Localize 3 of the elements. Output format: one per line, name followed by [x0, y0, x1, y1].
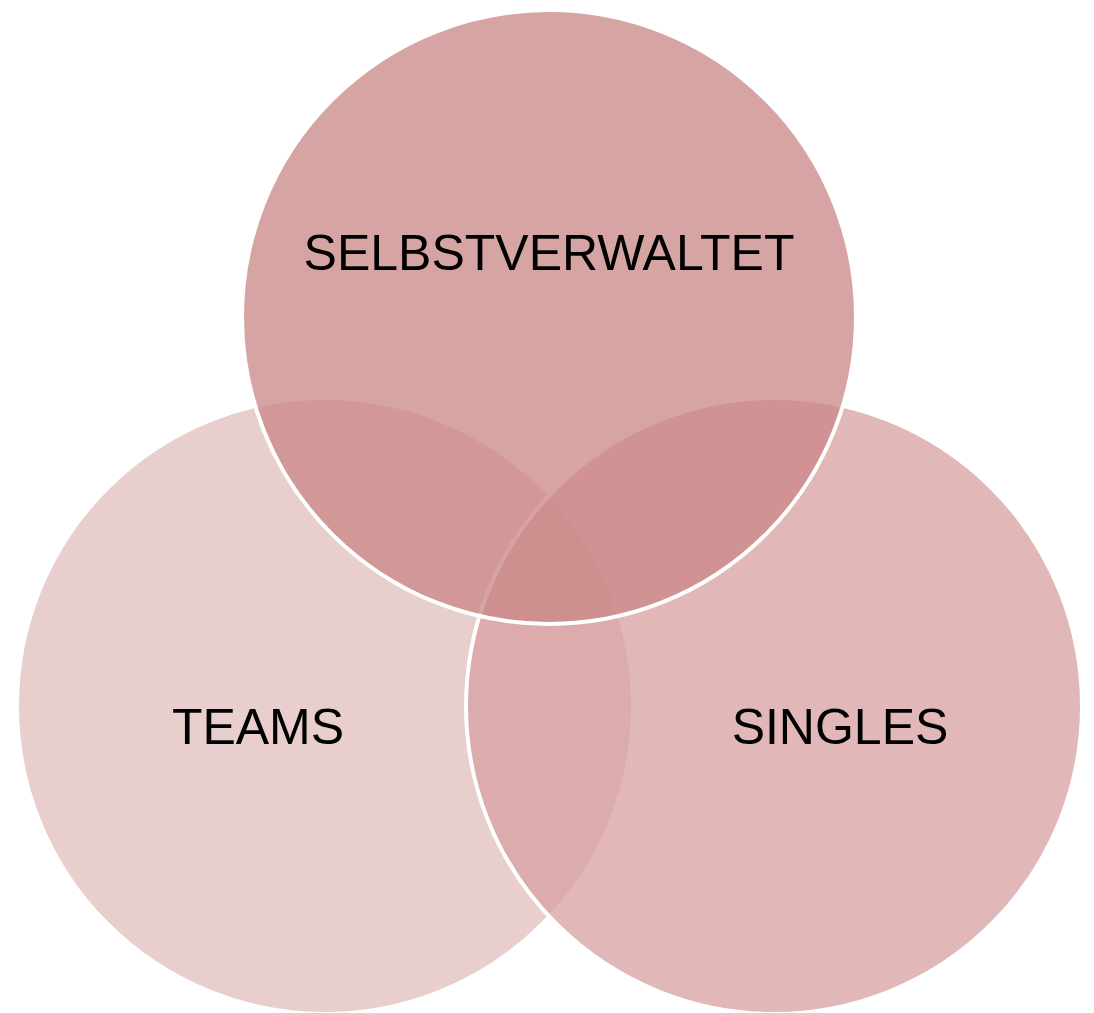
- circle-label: TEAMS: [171, 698, 345, 756]
- circle-label: SINGLES: [731, 698, 949, 756]
- circle-label: SELBSTVERWALTET: [303, 224, 795, 282]
